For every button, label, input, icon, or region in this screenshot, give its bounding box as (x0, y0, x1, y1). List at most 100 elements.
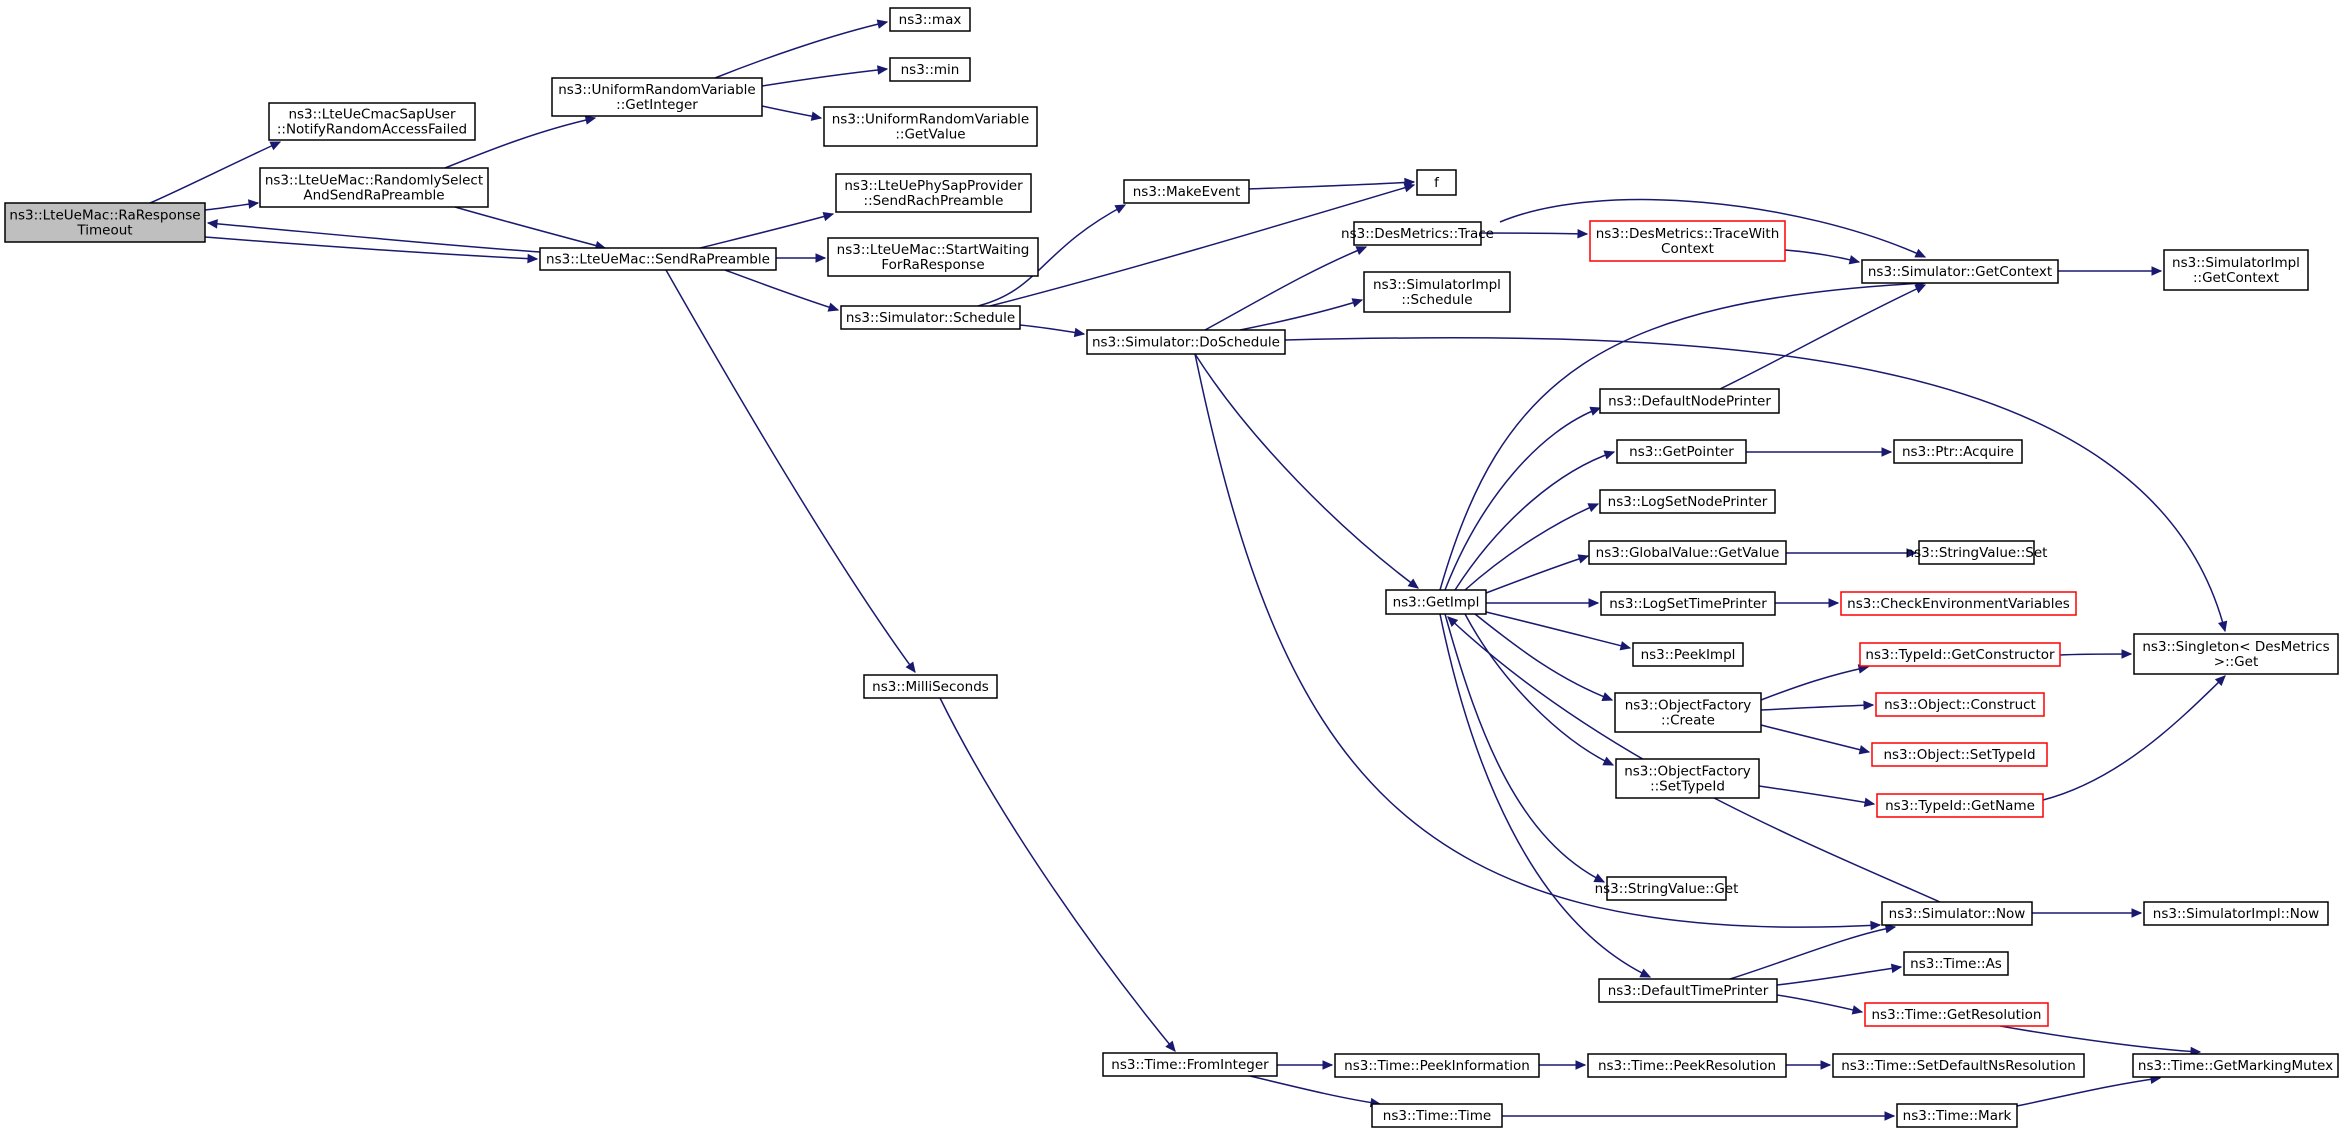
arrowhead (2214, 675, 2226, 687)
node-simpln[interactable]: ns3::SimulatorImpl::Now (2143, 901, 2329, 926)
node-label: ns3::MilliSeconds (872, 679, 989, 695)
arrowhead (815, 253, 827, 263)
node-label: ::Create (1661, 713, 1715, 729)
node-simpls[interactable]: ns3::SimulatorImpl::Schedule (1363, 271, 1511, 313)
node-dtp[interactable]: ns3::DefaultTimePrinter (1598, 978, 1778, 1003)
node-tpr[interactable]: ns3::Time::PeekResolution (1587, 1053, 1787, 1078)
node-svset[interactable]: ns3::StringValue::Set (1906, 540, 2048, 565)
node-min[interactable]: ns3::min (889, 57, 971, 82)
node-gptr[interactable]: ns3::GetPointer (1616, 439, 1747, 464)
edge-dssch-to-sgl (1284, 336, 2228, 633)
node-label: ns3::LteUeMac::RandomlySelect (265, 173, 483, 189)
node-box (1864, 1002, 2049, 1027)
node-label: ns3::min (901, 62, 960, 78)
node-box (1371, 1103, 1503, 1128)
node-objst[interactable]: ns3::Object::SetTypeId (1871, 742, 2048, 767)
node-urvgv[interactable]: ns3::UniformRandomVariable::GetValue (823, 106, 1038, 147)
node-objc[interactable]: ns3::Object::Construct (1875, 692, 2045, 717)
edge-ofc-to-objst (1760, 724, 1871, 755)
node-rsend[interactable]: ns3::LteUeMac::RandomlySelectAndSendRaPr… (259, 167, 489, 208)
edge-gptr-to-pacq (1746, 447, 1893, 457)
edge-mkev-to-f (1248, 177, 1416, 190)
arrowhead (1602, 756, 1615, 766)
node-notify[interactable]: ns3::LteUeCmacSapUser::NotifyRandomAcces… (268, 102, 476, 141)
node-mkev[interactable]: ns3::MakeEvent (1123, 179, 1250, 204)
node-dnp[interactable]: ns3::DefaultNodePrinter (1599, 388, 1780, 414)
node-box (1876, 793, 2044, 818)
node-ms[interactable]: ns3::MilliSeconds (863, 674, 998, 699)
node-tgr[interactable]: ns3::Time::GetResolution (1864, 1002, 2049, 1027)
node-box (889, 7, 971, 32)
node-dssch[interactable]: ns3::Simulator::DoSchedule (1086, 329, 1286, 355)
node-box (1632, 642, 1744, 667)
node-pacq[interactable]: ns3::Ptr::Acquire (1893, 439, 2023, 464)
node-sgl[interactable]: ns3::Singleton< DesMetrics >::Get (2133, 633, 2339, 675)
edge-dmtwc-to-sgc (1784, 249, 1861, 265)
edge-sched-to-mkev (977, 204, 1127, 307)
node-urvgi[interactable]: ns3::UniformRandomVariable::GetInteger (551, 77, 763, 117)
node-box (2132, 1053, 2339, 1078)
node-tgmm[interactable]: ns3::Time::GetMarkingMutex (2132, 1053, 2339, 1078)
node-label: ns3::Time::PeekInformation (1344, 1058, 1530, 1074)
node-sched[interactable]: ns3::Simulator::Schedule (840, 305, 1021, 330)
node-box (889, 57, 971, 82)
node-label: ns3::LteUeCmacSapUser (288, 107, 455, 123)
node-dmt[interactable]: ns3::DesMetrics::Trace (1341, 221, 1494, 246)
node-tgn[interactable]: ns3::TypeId::GetName (1876, 793, 2044, 818)
node-geti[interactable]: ns3::GetImpl (1385, 589, 1487, 615)
arrowhead (248, 199, 260, 209)
arrowhead (1351, 298, 1364, 308)
node-tas[interactable]: ns3::Time::As (1903, 951, 2009, 976)
arrowhead (827, 302, 840, 312)
node-label: ns3::max (899, 12, 962, 28)
node-snow[interactable]: ns3::Simulator::Now (1881, 901, 2033, 926)
node-ttime[interactable]: ns3::Time::Time (1371, 1103, 1503, 1128)
edge-dnp-to-sgc (1719, 284, 1927, 390)
node-box (1587, 1053, 1787, 1078)
node-tpi[interactable]: ns3::Time::PeekInformation (1334, 1053, 1540, 1078)
node-max[interactable]: ns3::max (889, 7, 971, 32)
edge-rsend-to-urvgi (444, 115, 597, 169)
node-label: ns3::Simulator::Now (1889, 906, 2026, 922)
node-peek[interactable]: ns3::PeekImpl (1632, 642, 1744, 667)
node-ofc[interactable]: ns3::ObjectFactory::Create (1614, 692, 1762, 733)
node-simplgc[interactable]: ns3::SimulatorImpl::GetContext (2163, 249, 2309, 291)
node-srach[interactable]: ns3::LteUePhySapProvider::SendRachPreamb… (835, 173, 1032, 213)
node-tsdr[interactable]: ns3::Time::SetDefaultNsResolution (1832, 1053, 2085, 1078)
node-tgc[interactable]: ns3::TypeId::GetConstructor (1859, 642, 2061, 667)
node-f[interactable]: f (1416, 169, 1457, 196)
node-label: ns3::LteUeMac::SendRaPreamble (546, 252, 770, 268)
edges-layer (149, 19, 2228, 1121)
node-lstp[interactable]: ns3::LogSetTimePrinter (1600, 591, 1776, 616)
arrowhead (1858, 745, 1871, 755)
node-label: ::GetInteger (616, 97, 698, 113)
node-label: ns3::GlobalValue::GetValue (1596, 545, 1780, 561)
node-ofst[interactable]: ns3::ObjectFactory::SetTypeId (1615, 758, 1760, 799)
node-label: ns3::SimulatorImpl (1373, 277, 1501, 293)
node-svget[interactable]: ns3::StringValue::Get (1595, 876, 1739, 901)
arrowhead (1863, 797, 1876, 808)
edge-srp-to-swait (775, 253, 827, 263)
node-sgc[interactable]: ns3::Simulator::GetContext (1861, 259, 2059, 284)
edge-tfi-to-ttime (1249, 1075, 1382, 1108)
node-label: ns3::LteUeMac::RaResponse (9, 208, 200, 224)
node-srp[interactable]: ns3::LteUeMac::SendRaPreamble (539, 247, 777, 271)
edge-tpi-to-tpr (1539, 1060, 1587, 1070)
node-tmark[interactable]: ns3::Time::Mark (1896, 1103, 2018, 1128)
edge-tfi-to-tpi (1277, 1060, 1334, 1070)
edge-ofc-to-tgc (1760, 664, 1870, 701)
edge-tgn-to-sgl (2042, 675, 2226, 801)
node-cev[interactable]: ns3::CheckEnvironmentVariables (1840, 591, 2077, 616)
node-box (1881, 901, 2033, 926)
node-box (1871, 742, 2048, 767)
edge-ttime-to-tmark (1502, 1111, 1896, 1121)
node-ggv[interactable]: ns3::GlobalValue::GetValue (1588, 540, 1787, 565)
node-label: ns3::Object::Construct (1884, 697, 2036, 713)
node-label: ::GetContext (2193, 270, 2279, 286)
node-tfi[interactable]: ns3::Time::FromInteger (1102, 1052, 1278, 1077)
node-box (1385, 589, 1487, 615)
node-lsnp[interactable]: ns3::LogSetNodePrinter (1599, 489, 1776, 514)
